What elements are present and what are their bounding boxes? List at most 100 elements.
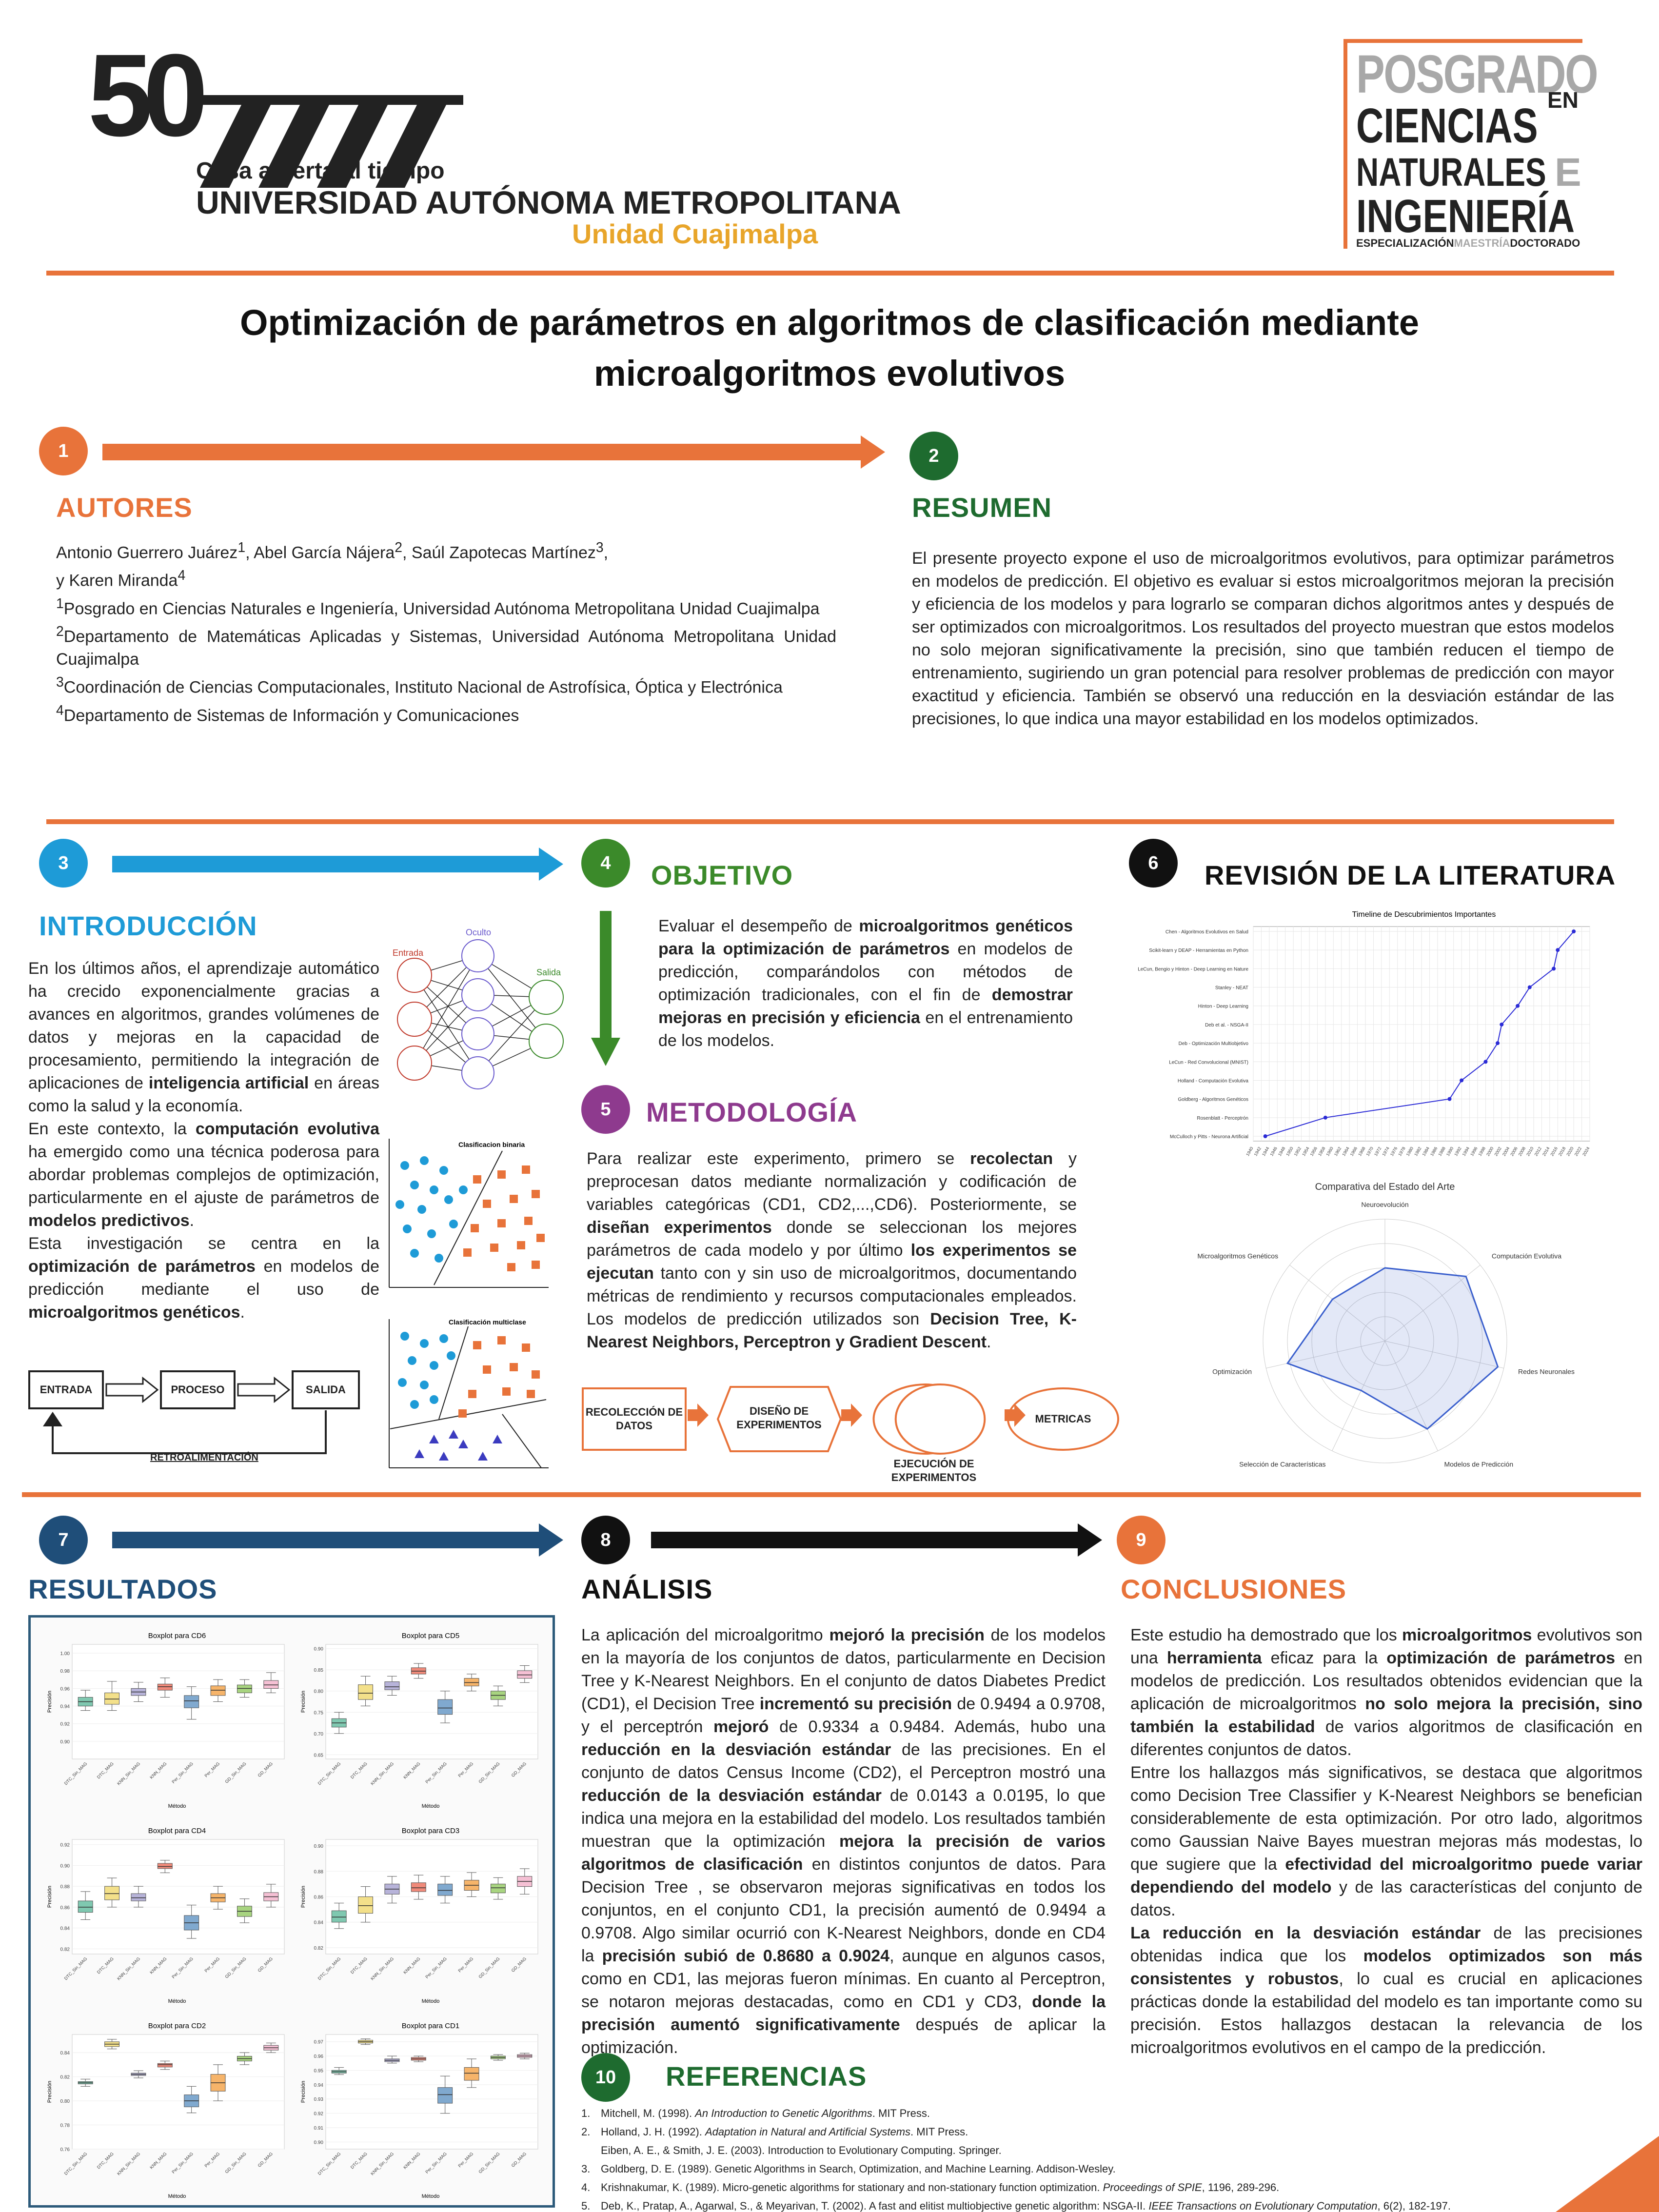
timeline-point: [1263, 1134, 1267, 1138]
radar-chart: Comparativa del Estado del ArteNeuroevol…: [1197, 1182, 1575, 1468]
boxplot-y-tick: 0.84: [60, 2051, 70, 2056]
timeline-x-tick: 1964: [1341, 1146, 1350, 1157]
boxplot-y-tick: 0.90: [314, 1647, 324, 1652]
section-number-4: 4: [581, 839, 630, 888]
reference-details: . MIT Press.: [910, 2126, 968, 2138]
resumen-text: El presente proyecto expone el uso de mi…: [912, 549, 1614, 728]
boxplot-x-tick: KNN_Sin_MAG: [370, 2151, 395, 2176]
boxplot-x-tick: DTC_MAG: [96, 2151, 115, 2170]
timeline-x-tick: 2018: [1558, 1146, 1567, 1157]
boxplot-y-tick: 0.96: [314, 2054, 324, 2059]
timeline-event-label: Goldberg - Algoritmos Genéticos: [1178, 1097, 1248, 1103]
boxplot-x-tick: GD_Sin_MAG: [224, 1761, 247, 1784]
timeline-x-tick: 1954: [1301, 1146, 1310, 1157]
boxplot-x-label: Método: [168, 2193, 186, 2199]
boxplot-box: [184, 1695, 199, 1708]
timeline-x-tick: 1988: [1437, 1146, 1446, 1157]
timeline-x-tick: 1948: [1277, 1146, 1286, 1157]
boxplot-y-tick: 0.82: [60, 2075, 70, 2080]
radar-axis-label: Selección de Características: [1239, 1460, 1325, 1468]
timeline-point: [1447, 1097, 1452, 1101]
author-line-1: Antonio Guerrero Juárez1, Abel García Ná…: [56, 540, 609, 562]
timeline-x-tick: 1976: [1389, 1146, 1399, 1157]
reference-number: 5.: [581, 2200, 591, 2212]
reference-item: Eiben, A. E., & Smith, J. E. (2003). Int…: [581, 2141, 1586, 2160]
boxplot-box: [411, 1882, 426, 1892]
down-arrow-icon: [591, 911, 620, 1066]
objetivo-text: Evaluar el desempeño de microalgoritmos …: [658, 917, 1073, 1050]
boxplot-x-tick: DTC_Sin_MAG: [317, 1956, 342, 1981]
conclusiones-heading: CONCLUSIONES: [1121, 1574, 1347, 1604]
intro-heading: INTRODUCCIÓN: [39, 910, 257, 941]
boxplot-y-tick: 0.80: [314, 1689, 324, 1695]
boxplot-y-label: Precisión: [47, 2081, 53, 2103]
method-step-execute: EJECUCIÓN DE EXPERIMENTOS: [891, 1458, 977, 1483]
timeline-x-tick: 1962: [1333, 1146, 1343, 1157]
timeline-x-tick: 1978: [1397, 1146, 1406, 1157]
boxplot-y-tick: 0.92: [314, 2112, 324, 2117]
radar-spoke: [1384, 1341, 1438, 1451]
reference-number: 2.: [581, 2126, 591, 2138]
arrow-7-head: [539, 1523, 563, 1557]
boxplot-y-tick: 0.86: [60, 1905, 70, 1911]
timeline-event-label: Holland - Computación Evolutiva: [1178, 1078, 1249, 1084]
analisis-heading: ANÁLISIS: [581, 1574, 713, 1604]
unit-name: Unidad Cuajimalpa: [572, 218, 818, 249]
timeline-point: [1556, 948, 1560, 952]
boxplot-box: [437, 1883, 453, 1896]
timeline-x-tick: 2022: [1574, 1146, 1583, 1157]
boxplot-y-tick: 0.82: [60, 1947, 70, 1952]
nn-label-output: Salida: [536, 968, 561, 977]
reference-text: Eiben, A. E., & Smith, J. E. (2003). Int…: [601, 2144, 1002, 2156]
boxplot-plot-area: [72, 1839, 285, 1955]
boxplot-x-tick: Per_Sin_MAG: [171, 2151, 194, 2174]
boxplot-box: [131, 1893, 146, 1901]
arrow-1-head: [861, 435, 885, 469]
boxplot-y-tick: 0.80: [60, 2099, 70, 2104]
multiclass-class-c: [415, 1430, 502, 1461]
boxplot-box: [157, 1683, 173, 1691]
timeline-title: Timeline de Descubrimientos Importantes: [1352, 910, 1496, 919]
boxplot-x-tick: KNN_MAG: [149, 2151, 168, 2170]
posgrado-ciencias: CIENCIAS: [1356, 99, 1538, 153]
boxplot-x-tick: DTC_MAG: [96, 1761, 115, 1779]
boxplot-cd4: Boxplot para CD40.820.840.860.880.900.92…: [47, 1827, 285, 2004]
boxplot-x-tick: KNN_MAG: [402, 1761, 421, 1780]
boxplot-y-tick: 0.75: [314, 1710, 324, 1716]
reference-details: , 6(2), 182-197.: [1377, 2200, 1451, 2212]
arrow-8-head: [1078, 1523, 1102, 1557]
radar-spoke: [1384, 1341, 1504, 1369]
multiclass-class-a: [398, 1332, 455, 1409]
timeline-x-tick: 1956: [1309, 1146, 1318, 1157]
arrow-3-head: [539, 848, 563, 881]
boxplot-y-tick: 0.92: [60, 1722, 70, 1727]
boxplot-x-tick: KNN_Sin_MAG: [370, 1956, 395, 1981]
section-number-6: 6: [1129, 839, 1178, 888]
timeline-x-tick: 1972: [1373, 1146, 1382, 1157]
literature-heading: REVISIÓN DE LA LITERATURA: [1205, 860, 1616, 890]
timeline-point: [1496, 1041, 1500, 1046]
boxplot-x-tick: Per_MAG: [203, 1956, 220, 1973]
reference-text: Deb, K., Pratap, A., Agarwal, S., & Meya…: [601, 2200, 1149, 2212]
boxplot-box: [263, 1680, 279, 1689]
boxplot-y-tick: 0.95: [314, 2068, 324, 2074]
reference-item: 3.Goldberg, D. E. (1989). Genetic Algori…: [581, 2160, 1586, 2178]
resumen-heading: RESUMEN: [912, 492, 1052, 523]
timeline-event-label: Hinton - Deep Learning: [1198, 1004, 1248, 1009]
boxplot-box: [358, 1896, 374, 1914]
radar-title: Comparativa del Estado del Arte: [1315, 1182, 1455, 1192]
timeline-x-tick: 1952: [1293, 1146, 1303, 1157]
boxplot-x-tick: GD_MAG: [257, 2151, 274, 2168]
boxplot-x-tick: Per_MAG: [457, 1761, 474, 1778]
arrow-3: [112, 856, 541, 872]
boxplot-title: Boxplot para CD3: [402, 1827, 459, 1835]
analisis-text: La aplicación del microalgoritmo mejoró …: [581, 1626, 1106, 2057]
row1-divider: [46, 819, 1614, 824]
boxplot-plot-area: [325, 2034, 538, 2150]
timeline-x-tick: 1994: [1462, 1146, 1471, 1157]
reference-details: . MIT Press.: [872, 2107, 930, 2119]
timeline-event-label: LeCun - Red Convolucional (MNIST): [1169, 1060, 1248, 1065]
posgrado-en: EN: [1547, 87, 1579, 113]
boxplot-x-tick: DTC_MAG: [350, 1956, 368, 1975]
timeline-point: [1500, 1022, 1504, 1027]
